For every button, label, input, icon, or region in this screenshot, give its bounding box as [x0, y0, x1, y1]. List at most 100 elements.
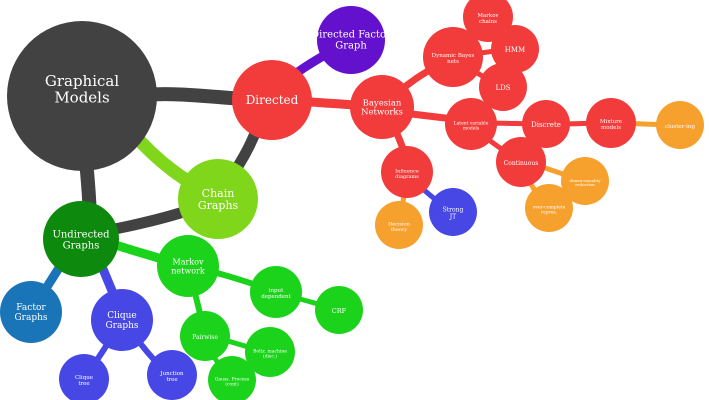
node-crf-label: CRF	[332, 307, 347, 315]
svg-text:Pairwise: Pairwise	[192, 334, 218, 341]
node-clique-graphs-label-line: Clique	[107, 311, 137, 321]
node-discrete-label: Discrete	[531, 121, 561, 129]
node-dimensionality-reduction-label-line: reduction	[575, 182, 595, 187]
node-dynamic-bayes-nets-label-line: Dynamic Bayes	[432, 53, 475, 59]
node-input-dependent-label-line: dependent	[261, 294, 291, 300]
node-continuous[interactable]: Continuous	[496, 137, 546, 187]
node-junction-tree-label-line: Junction	[159, 371, 184, 377]
node-gauss-process-label-line: Gauss. Process	[215, 377, 250, 383]
node-clique-tree-label-line: Clique	[75, 375, 93, 381]
node-discrete[interactable]: Discrete	[522, 100, 570, 148]
node-mixture-models-label-line: Mixture	[600, 119, 622, 125]
node-latent-variable-models-label-line: Latent variable	[454, 121, 489, 127]
node-boltz-machine-label-line: (disc.)	[263, 352, 277, 359]
node-influence-diagrams-label-line: diagrams	[395, 174, 419, 180]
node-latent-variable-models-label-line: models	[463, 125, 480, 131]
node-chain-graphs-label-line: Chain	[202, 187, 235, 200]
node-hmm-label: HMM	[505, 46, 525, 54]
node-gauss-process[interactable]: Gauss. Process(cont)	[208, 356, 256, 400]
node-over-complete-representation-label-line: repres.	[541, 210, 558, 215]
node-directed[interactable]: Directed	[232, 60, 312, 140]
svg-text:Boltz. machine(disc.): Boltz. machine(disc.)	[253, 349, 287, 360]
node-clustering-label: cluster-ing	[665, 124, 695, 130]
svg-text:Directed: Directed	[246, 93, 299, 107]
node-over-complete-representation-label-line: over-complete	[533, 205, 566, 211]
node-clustering[interactable]: cluster-ing	[656, 101, 704, 149]
svg-text:CRF: CRF	[332, 307, 347, 315]
node-boltz-machine-label-line: Boltz. machine	[253, 349, 287, 355]
node-hmm[interactable]: HMM	[491, 25, 539, 73]
node-directed-factor-graph-label-line: Graph	[335, 41, 367, 52]
node-gauss-process-label-line: (cont)	[225, 380, 239, 387]
node-decision-theory-label-line: Decision	[388, 221, 411, 227]
node-junction-tree-label-line: tree	[166, 377, 177, 383]
node-crf[interactable]: CRF	[315, 286, 363, 334]
svg-text:Discrete: Discrete	[531, 121, 561, 129]
node-pairwise-label: Pairwise	[192, 334, 218, 341]
node-markov-chains-label-line: Markov	[477, 13, 499, 19]
node-clique-graphs-label-line: Graphs	[105, 321, 138, 331]
node-boltz-machine[interactable]: Boltz. machine(disc.)	[245, 327, 295, 377]
node-undirected-graphs-label-line: Graphs	[63, 241, 100, 252]
node-markov-chains-label-line: chains	[479, 19, 497, 25]
svg-text:LDS: LDS	[495, 84, 510, 92]
node-lds-label: LDS	[495, 84, 510, 92]
node-chain-graphs-label-line: Graphs	[198, 199, 239, 212]
node-strong-jt-label-line: JT	[449, 213, 456, 220]
svg-text:cluster-ing: cluster-ing	[665, 124, 695, 130]
svg-text:Continuous: Continuous	[504, 160, 539, 167]
node-graphical-models-label-line: Models	[54, 88, 109, 106]
node-lds[interactable]: LDS	[479, 63, 527, 111]
node-factor-graphs-label-line: Factor	[16, 303, 46, 313]
node-pairwise[interactable]: Pairwise	[180, 311, 230, 361]
node-directed-factor-graph-label-line: Directed Factor	[311, 30, 391, 41]
node-continuous-label: Continuous	[504, 160, 539, 167]
node-decision-theory-label-line: theory	[391, 227, 408, 233]
